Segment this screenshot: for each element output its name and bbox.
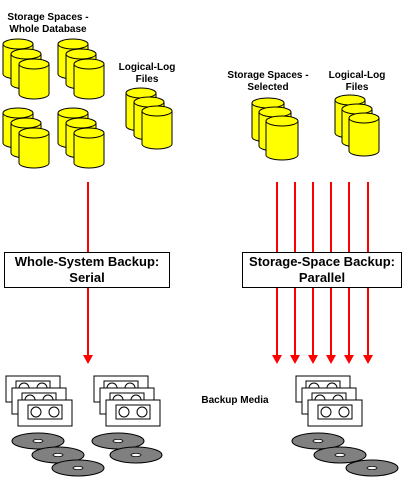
right-disk-3 [345,459,399,477]
logical-log-right-label: Logical-Log Files [322,70,392,94]
whole-db-stack-1-cylinder-3 [18,58,50,100]
storage-space-backup-line1: Storage-Space Backup: [249,254,395,269]
storage-space-backup-line2: Parallel [298,270,346,285]
selected-storage-stack-cylinder-3 [265,115,299,161]
storage-whole-label-line2: Whole Database [9,24,87,35]
whole-db-stack-4-cylinder-3 [73,127,105,169]
whole-system-backup-line1: Whole-System Backup: [14,254,160,269]
storage-space-backup-box: Storage-Space Backup: Parallel [242,252,402,288]
whole-system-backup-box: Whole-System Backup: Serial [4,252,170,288]
right-tape-stack-tape-3 [307,399,363,427]
storage-selected-label-line2: Selected [247,82,289,93]
left-disk-3 [51,459,105,477]
right-disk-2 [313,446,367,464]
left-disk-5 [109,446,163,464]
whole-system-backup-line2: Serial [69,270,105,285]
whole-db-stack-2-cylinder-3 [73,58,105,100]
logical-log-right-stack-cylinder-3 [348,112,380,157]
left-disk-4 [91,432,145,450]
storage-whole-label-line1: Storage Spaces - [7,12,89,23]
backup-media-label-text: Backup Media [201,395,269,406]
whole-db-stack-3-cylinder-3 [18,127,50,169]
storage-selected-label: Storage Spaces - Selected [218,70,318,94]
logical-log-right-label-line2: Files [345,82,369,93]
left-tape-stack-1-tape-3 [17,399,73,427]
storage-selected-label-line1: Storage Spaces - [227,70,309,81]
left-disk-1 [11,432,65,450]
right-disk-1 [291,432,345,450]
logical-log-left-stack-cylinder-3 [141,105,173,150]
logical-log-left-label-line2: Files [135,74,159,85]
backup-media-label: Backup Media [190,395,280,407]
left-tape-stack-2-tape-3 [105,399,161,427]
storage-whole-label: Storage Spaces - Whole Database [0,12,96,36]
logical-log-left-label: Logical-Log Files [112,62,182,86]
logical-log-right-label-line1: Logical-Log [328,70,386,81]
logical-log-left-label-line1: Logical-Log [118,62,176,73]
